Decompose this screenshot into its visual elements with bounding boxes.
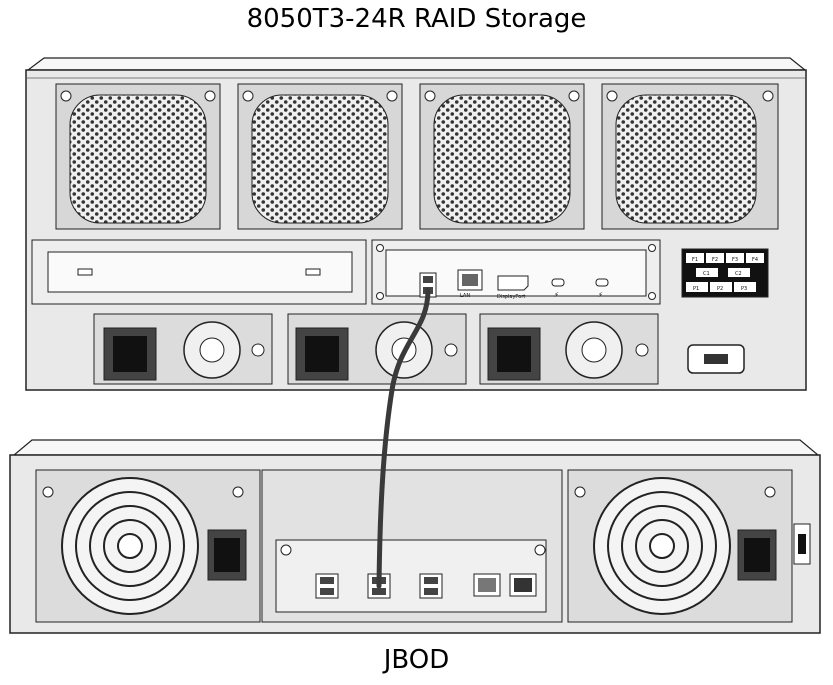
svg-text:F2: F2 bbox=[712, 257, 718, 263]
status-led-panel: F1 F2 F3 F4 C1 C2 P1 P2 P3 bbox=[681, 248, 769, 298]
jbod-psu-fan-right bbox=[567, 469, 793, 623]
svg-text:F1: F1 bbox=[692, 257, 698, 263]
jbod-psu-fan-left bbox=[35, 469, 261, 623]
thunderbolt-port-2: ⚡ bbox=[595, 278, 609, 299]
lan-port: LAN bbox=[457, 269, 483, 299]
svg-text:P3: P3 bbox=[741, 286, 747, 292]
svg-text:DisplayPort: DisplayPort bbox=[497, 294, 525, 300]
raid-fan-module-4 bbox=[601, 83, 779, 230]
raid-fan-module-2 bbox=[237, 83, 403, 230]
blank-expansion-slot bbox=[31, 239, 367, 305]
svg-text:P1: P1 bbox=[693, 286, 699, 292]
jbod-ethernet-ports bbox=[473, 573, 537, 597]
svg-text:F4: F4 bbox=[752, 257, 758, 263]
thunderbolt-port-1: ⚡ bbox=[551, 278, 565, 299]
svg-text:F3: F3 bbox=[732, 257, 738, 263]
raid-storage-title: 8050T3-24R RAID Storage bbox=[246, 4, 587, 34]
jbod-io-module bbox=[261, 469, 563, 623]
raid-fan-module-1 bbox=[55, 83, 221, 230]
jbod-usb-port-1 bbox=[315, 573, 339, 599]
usb-connection-cable bbox=[376, 287, 431, 589]
raid-fan-module-3 bbox=[419, 83, 585, 230]
raid-psu-3 bbox=[479, 313, 659, 385]
svg-text:C2: C2 bbox=[735, 271, 742, 277]
svg-text:C1: C1 bbox=[703, 271, 710, 277]
svg-text:P2: P2 bbox=[717, 286, 723, 292]
raid-power-switch bbox=[687, 344, 745, 374]
raid-psu-2 bbox=[287, 313, 467, 385]
jbod-usb-port-3 bbox=[419, 573, 443, 599]
svg-text:LAN: LAN bbox=[460, 293, 470, 299]
svg-text:⚡: ⚡ bbox=[598, 291, 603, 299]
svg-text:⚡: ⚡ bbox=[554, 291, 559, 299]
displayport-port: DisplayPort bbox=[497, 275, 529, 300]
raid-psu-1 bbox=[93, 313, 273, 385]
jbod-title: JBOD bbox=[383, 645, 450, 675]
jbod-power-switch bbox=[793, 523, 811, 565]
